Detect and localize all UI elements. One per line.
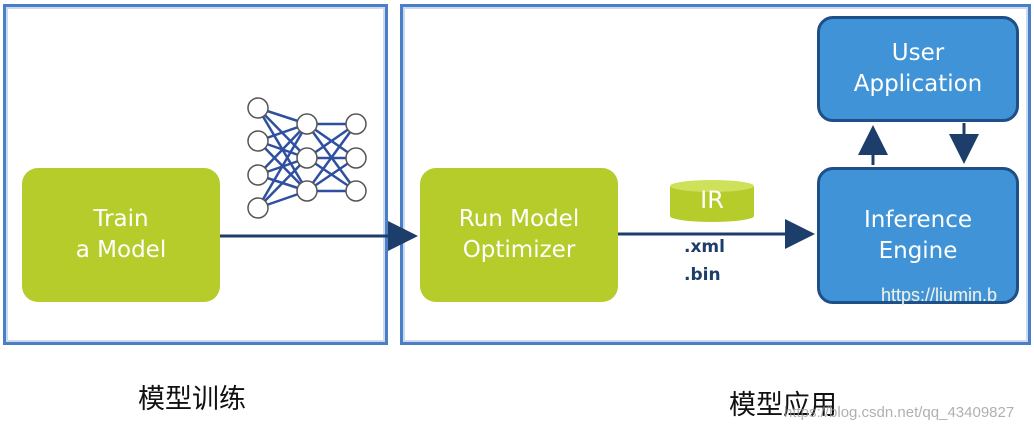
network-edge bbox=[256, 123, 309, 209]
neural-network-icon bbox=[247, 97, 367, 219]
format-xml: .xml bbox=[684, 237, 725, 257]
network-node bbox=[296, 180, 318, 202]
user-application-box: User Application bbox=[817, 16, 1019, 122]
network-node bbox=[345, 147, 367, 169]
network-node bbox=[247, 130, 269, 152]
ir-label: IR bbox=[700, 186, 724, 214]
watermark-sub: https://blog.csdn.net/qq_43409827 bbox=[784, 404, 1015, 421]
training-panel bbox=[3, 4, 388, 345]
network-node bbox=[247, 97, 269, 119]
application-panel bbox=[400, 4, 1031, 345]
network-node bbox=[345, 113, 367, 135]
network-node bbox=[296, 147, 318, 169]
network-edge bbox=[257, 157, 308, 209]
inference-engine-box: Inference Engine bbox=[817, 167, 1019, 304]
format-bin: .bin bbox=[684, 265, 721, 285]
caption-application: 模型应用 bbox=[729, 390, 837, 421]
network-node bbox=[296, 113, 318, 135]
network-node bbox=[247, 164, 269, 186]
ir-database-icon bbox=[670, 180, 754, 222]
network-node bbox=[247, 197, 269, 219]
model-optimizer-box: Run Model Optimizer bbox=[420, 168, 618, 302]
watermark-main: https://liumin.b bbox=[881, 285, 998, 305]
network-edge bbox=[305, 123, 358, 192]
caption-training: 模型训练 bbox=[138, 384, 246, 415]
train-model-box: Train a Model bbox=[22, 168, 220, 302]
network-edge bbox=[257, 123, 308, 176]
network-node bbox=[345, 180, 367, 202]
